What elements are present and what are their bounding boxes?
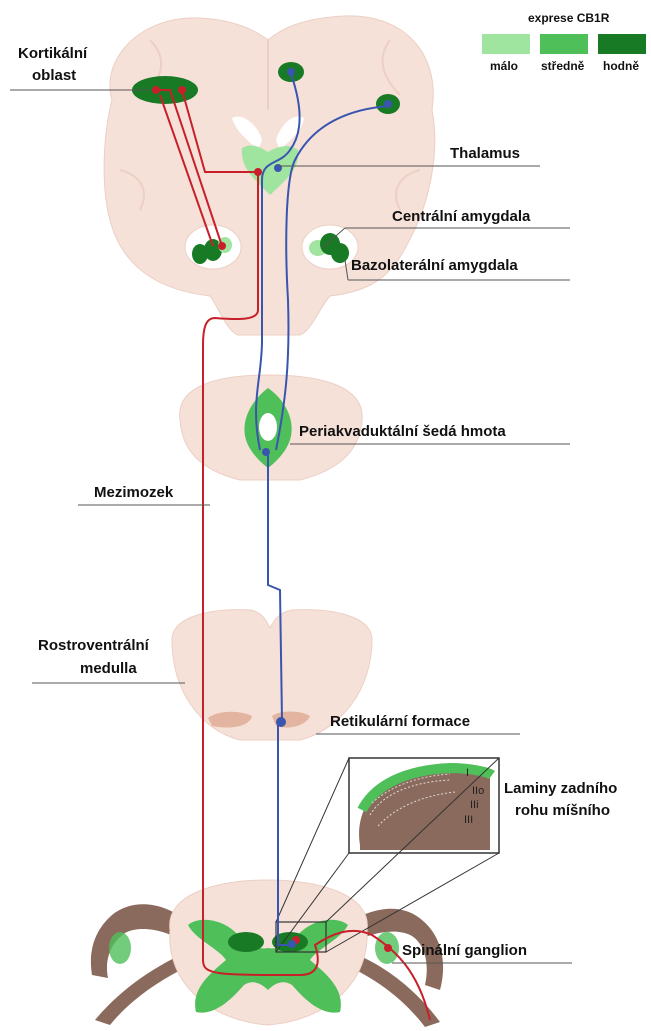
legend-swatch-low: [482, 34, 530, 54]
lamina-IIo-label: IIo: [472, 785, 484, 797]
midbrain-label: Mezimozek: [94, 484, 174, 501]
pag-label: Periakvaduktální šedá hmota: [299, 423, 506, 440]
legend-swatch-high: [598, 34, 646, 54]
red-node-ganglion: [384, 944, 392, 952]
blue-node-thalamus: [274, 164, 282, 172]
legend-swatch-medium: [540, 34, 588, 54]
spinal-ganglion-label: Spinální ganglion: [402, 942, 527, 959]
laminae-label-line1: Laminy zadního: [504, 780, 617, 797]
red-node-amygdala: [218, 242, 226, 250]
red-node-cortex-b: [178, 86, 186, 94]
central-amygdala-label: Centrální amygdala: [392, 208, 531, 225]
rvm-label-line1: Rostroventrální: [38, 637, 150, 654]
lamina-I-label: I: [466, 767, 469, 779]
legend-label-medium: středně: [541, 59, 585, 73]
cortex-label-line1: Kortikální: [18, 45, 88, 62]
red-node-cortex-a: [152, 86, 160, 94]
cortex-label-line2: oblast: [32, 67, 76, 84]
thalamus-label: Thalamus: [450, 145, 520, 162]
blue-node-spinal: [288, 940, 296, 948]
blue-node-cortex-right: [384, 100, 392, 108]
red-node-thalamus: [254, 168, 262, 176]
blue-node-pag: [262, 448, 270, 456]
blue-node-cortex-top: [287, 68, 295, 76]
spinal-ganglion-left: [109, 932, 131, 964]
reticular-formation-label: Retikulární formace: [330, 713, 470, 730]
blue-node-medulla: [276, 717, 286, 727]
basolateral-amygdala-label: Bazolaterální amygdala: [351, 257, 518, 274]
lamina-III-label: III: [464, 814, 473, 826]
lamina-IIi-label: IIi: [470, 799, 479, 811]
legend-label-low: málo: [490, 59, 518, 73]
spinal-cord-section: [91, 880, 443, 1027]
rvm-label-line2: medulla: [80, 660, 137, 677]
laminae-label-line2: rohu míšního: [515, 802, 610, 819]
legend-title: exprese CB1R: [528, 11, 610, 25]
cb1r-legend: exprese CB1R málo středně hodně: [482, 11, 646, 73]
legend-label-high: hodně: [603, 59, 639, 73]
